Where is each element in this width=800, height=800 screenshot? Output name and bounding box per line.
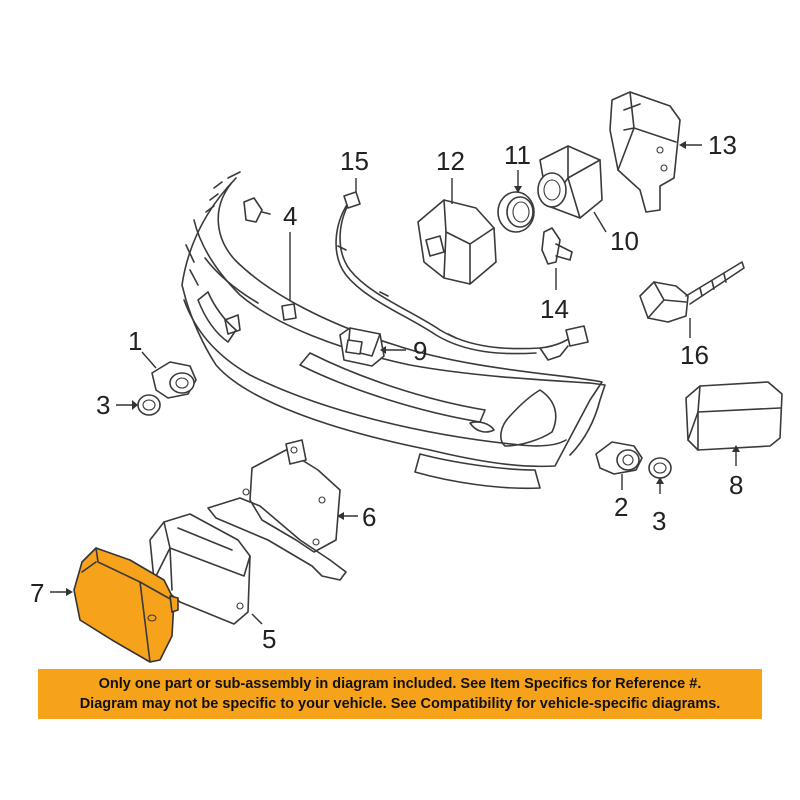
callout-16: 16 (680, 340, 709, 370)
callout-10: 10 (610, 226, 639, 256)
part-10-camera: 10 (537, 145, 639, 256)
part-3-grommet-left: 3 (96, 390, 161, 420)
callout-6: 6 (362, 502, 376, 532)
callout-13: 13 (708, 130, 737, 160)
callout-12: 12 (436, 146, 465, 176)
part-3-grommet-right: 3 (648, 457, 672, 536)
callout-5: 5 (262, 624, 276, 654)
part-9-connector: 9 (339, 327, 427, 367)
callout-1: 1 (128, 326, 142, 356)
callout-3-right: 3 (652, 506, 666, 536)
part-11-ring: 11 (497, 140, 535, 233)
callout-8: 8 (729, 470, 743, 500)
part-8-module: 8 (685, 381, 783, 500)
part-1-sensor-holder: 1 (128, 326, 197, 399)
callout-4: 4 (283, 201, 297, 231)
disclaimer-banner: Only one part or sub-assembly in diagram… (38, 669, 762, 719)
callout-2: 2 (614, 492, 628, 522)
bumper-cover (181, 171, 606, 490)
callout-7: 7 (30, 578, 44, 608)
callout-9: 9 (413, 336, 427, 366)
part-6-bracket: 6 (207, 439, 376, 581)
part-7-highlighted: 7 (30, 547, 179, 663)
part-12-bracket: 12 (417, 146, 497, 285)
part-15-wiring-harness: 15 (335, 146, 589, 361)
part-4-clip: 4 (243, 197, 297, 321)
disclaimer-line-2: Diagram may not be specific to your vehi… (79, 696, 721, 712)
callout-14: 14 (540, 294, 569, 324)
callout-3-left: 3 (96, 390, 110, 420)
disclaimer-line-1: Only one part or sub-assembly in diagram… (98, 676, 702, 692)
callout-11: 11 (504, 140, 531, 170)
part-16-bulb: 16 (639, 261, 745, 370)
part-2-sensor-holder: 2 (595, 441, 643, 522)
part-13-housing: 13 (609, 91, 737, 213)
callout-15: 15 (340, 146, 369, 176)
part-14-nozzle: 14 (540, 227, 573, 324)
